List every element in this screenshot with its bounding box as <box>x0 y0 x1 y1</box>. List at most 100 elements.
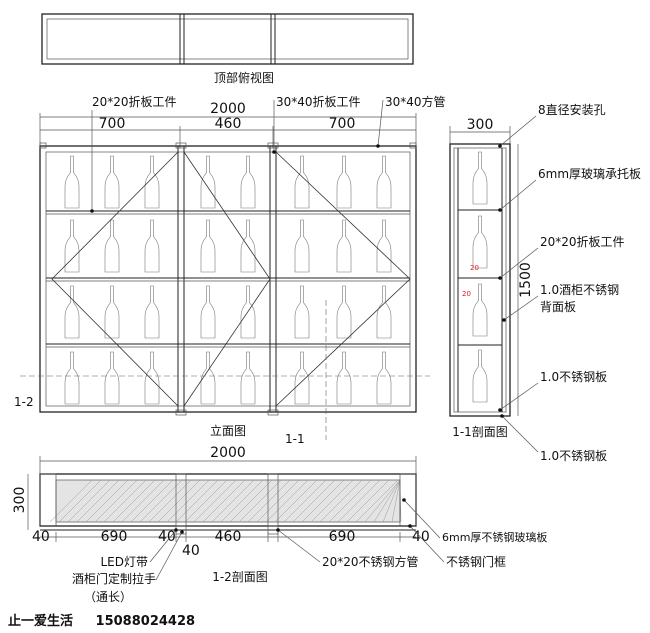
bottle-shape <box>336 351 352 405</box>
bottle-shape <box>144 285 160 339</box>
callout-mount-hole: 8直径安装孔 <box>538 102 606 117</box>
hatch-line <box>319 479 363 523</box>
cut-mark-1-1: 1-1 <box>285 432 305 446</box>
callout-ss-plate-2: 1.0不锈钢板 <box>540 449 607 463</box>
hatch-line <box>355 479 399 523</box>
bottle-silhouettes <box>64 155 392 405</box>
bottle-shape <box>336 285 352 339</box>
callout-led: LED灯带 <box>100 555 148 569</box>
elevation-title: 立面图 <box>210 423 246 438</box>
footer-brand: 止一爱生活 <box>8 614 74 629</box>
dim-plan-c: 40 <box>158 529 176 545</box>
bottle-shape <box>200 285 216 339</box>
bottle-shape <box>472 151 488 205</box>
hatch-line <box>274 479 318 523</box>
elevation-view: 2000 700 460 700 1-2 <box>14 94 446 446</box>
hatch-line <box>247 479 291 523</box>
bottle-shape <box>200 155 216 209</box>
dim-right-width: 700 <box>329 116 356 132</box>
dim-plan-b: 690 <box>101 529 128 545</box>
hatch-line <box>211 479 255 523</box>
dim-left-width: 700 <box>99 116 126 132</box>
callout-back-panel: 1.0酒柜不锈钢 <box>540 283 619 297</box>
callout-door-frame: 不锈钢门框 <box>446 554 506 569</box>
top-view-title: 顶部俯视图 <box>214 70 274 85</box>
callout-handle: 酒柜门定制拉手 <box>72 571 156 586</box>
dim-section-height: 1500 <box>518 262 534 298</box>
hatch-line <box>202 479 246 523</box>
dim-total-width: 2000 <box>210 101 246 117</box>
callout-back-panel-2: 背面板 <box>540 300 576 314</box>
callout-fold-section: 20*20折板工件 <box>540 234 625 249</box>
bottle-shape <box>64 155 80 209</box>
bottle-shape <box>294 285 310 339</box>
hatch-line <box>238 479 282 523</box>
bottle-shape <box>200 219 216 273</box>
bottle-shape <box>144 155 160 209</box>
hatch-line <box>382 479 401 523</box>
callout-ss-glass: 6mm厚不锈钢玻璃板 <box>442 530 547 544</box>
hatch-line <box>67 479 111 523</box>
bottle-shape <box>104 285 120 339</box>
section-1-2: 2000 300 40 690 40 460 40 690 40 1-2剖面图 … <box>12 445 547 604</box>
bottle-shape <box>294 155 310 209</box>
hatch-line <box>58 479 102 523</box>
hatch-line <box>220 479 264 523</box>
hatch-line <box>166 479 210 523</box>
bottle-shape <box>336 155 352 209</box>
bottle-shape <box>144 351 160 405</box>
hatch-line <box>94 479 138 523</box>
dim-plan-d: 460 <box>215 529 242 545</box>
callout-ss-plate-1: 1.0不锈钢板 <box>540 370 607 384</box>
bottle-shape <box>200 351 216 405</box>
bottle-shape <box>376 351 392 405</box>
dim-mid-width: 460 <box>215 116 242 132</box>
hatch-line <box>328 479 372 523</box>
callout-glass-shelf: 6mm厚玻璃承托板 <box>538 167 641 181</box>
hatch-line <box>49 479 93 523</box>
top-view: 顶部俯视图 <box>41 13 414 85</box>
hatch-line <box>301 479 345 523</box>
section-1-1-title: 1-1剖面图 <box>452 425 508 439</box>
bottle-shape <box>64 351 80 405</box>
dim-plan-f: 690 <box>329 529 356 545</box>
callout-fold-20: 20*20折板工件 <box>92 94 177 109</box>
cut-mark-1-2: 1-2 <box>14 395 34 409</box>
dim-red-b: 20 <box>462 290 471 298</box>
hatch-line <box>283 479 327 523</box>
hatch-line <box>139 479 183 523</box>
section-bottles <box>472 151 488 403</box>
dim-red-a: 20 <box>470 264 479 272</box>
hatch-line <box>391 479 401 523</box>
hatch-line <box>112 479 156 523</box>
hatch-line <box>346 479 390 523</box>
footer: 止一爱生活 15088024428 <box>8 610 213 629</box>
bottle-shape <box>472 349 488 403</box>
dim-section-width: 300 <box>467 117 494 133</box>
hatch-line <box>184 479 228 523</box>
bottle-shape <box>64 285 80 339</box>
bottle-shape <box>336 219 352 273</box>
dim-plan-e: 40 <box>182 543 200 559</box>
hatch-line <box>130 479 174 523</box>
bottle-shape <box>64 219 80 273</box>
bottle-shape <box>376 219 392 273</box>
dim-plan-total: 2000 <box>210 445 246 461</box>
hatch-line <box>364 479 401 523</box>
hatch-line <box>310 479 354 523</box>
bottle-shape <box>472 283 488 337</box>
hatch-line <box>337 479 381 523</box>
callout-handle-note: （通长） <box>84 590 132 604</box>
hatch-line <box>292 479 336 523</box>
section-1-2-title: 1-2剖面图 <box>212 570 268 584</box>
hatch-line <box>76 479 120 523</box>
bottle-shape <box>240 351 256 405</box>
hatch-line <box>193 479 237 523</box>
bottle-shape <box>472 215 488 269</box>
hatch-line <box>157 479 201 523</box>
bottle-shape <box>240 155 256 209</box>
hatch-line <box>229 479 273 523</box>
dim-plan-a: 40 <box>32 529 50 545</box>
hatch-line <box>103 479 147 523</box>
